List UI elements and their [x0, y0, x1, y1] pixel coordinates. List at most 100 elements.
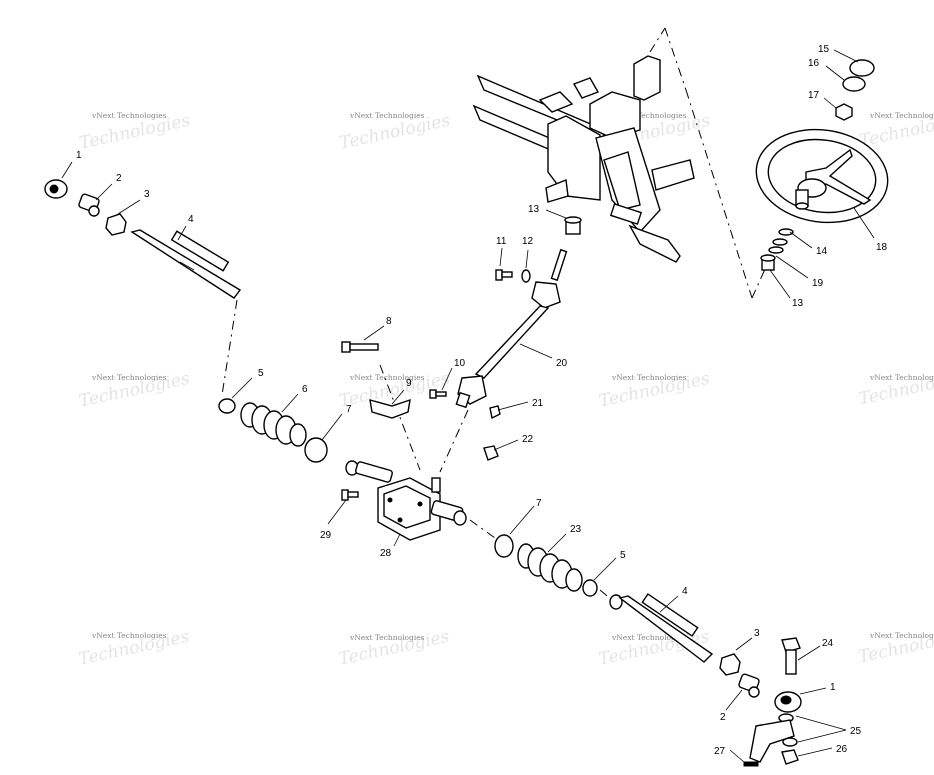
callout-2-right: 2 — [720, 712, 726, 723]
nut-26 — [781, 749, 799, 765]
nut-17 — [835, 103, 853, 121]
assembly-line — [599, 589, 613, 601]
callout-26: 26 — [836, 744, 848, 755]
washers-14 — [768, 228, 794, 254]
assembly-line — [664, 27, 687, 91]
callout-4: 4 — [188, 214, 194, 225]
nut-21 — [489, 405, 501, 420]
cap-15 — [849, 59, 875, 77]
steering-wheel-assembly — [755, 59, 889, 271]
callout-5: 5 — [258, 368, 264, 379]
svg-text:vNext Technologies: vNext Technologies — [349, 633, 425, 642]
callout-25: 25 — [850, 726, 862, 737]
cotter-pin-27 — [743, 761, 759, 767]
svg-text:vNext Technologies: vNext Technologies — [611, 633, 687, 642]
hex-nut-3 — [105, 213, 127, 236]
bushing-19 — [760, 254, 776, 271]
assembly-line — [221, 299, 238, 396]
bracket-9 — [369, 398, 411, 419]
jam-nut-2 — [78, 193, 100, 217]
inner-tie-rod-4 — [130, 229, 242, 299]
clamp-5-right — [582, 579, 598, 597]
column-mount-box — [589, 91, 641, 139]
callout-9: 9 — [406, 378, 412, 389]
bolt-8 — [341, 341, 379, 353]
right-boot-assembly — [494, 534, 598, 597]
svg-text:vNext Technologies: vNext Technologies — [611, 373, 687, 382]
emblem-16 — [842, 76, 866, 92]
bolt-24 — [781, 637, 801, 675]
bushing-13-upper — [564, 216, 582, 235]
tie-rod-end-1 — [44, 179, 68, 199]
clamp-7 — [304, 437, 328, 463]
assembly-line — [685, 89, 753, 299]
callout-22: 22 — [522, 434, 534, 445]
callout-12: 12 — [522, 236, 534, 247]
frame-bracket — [547, 115, 601, 201]
callout-4-right: 4 — [682, 586, 688, 597]
washer-12 — [521, 269, 531, 283]
callout-2: 2 — [116, 173, 122, 184]
frame-lower-gusset — [545, 179, 569, 203]
svg-text:vNext Technologies: vNext Technologies — [91, 111, 167, 120]
callout-10: 10 — [454, 358, 466, 369]
support-cutout — [603, 151, 641, 211]
bolt-11 — [495, 269, 513, 281]
hex-nut-3-right — [719, 653, 741, 676]
callout-15: 15 — [818, 44, 830, 55]
svg-text:vNext Technologies: vNext Technologies — [869, 373, 934, 382]
callout-16: 16 — [808, 58, 820, 69]
assembly-lines — [221, 27, 771, 601]
inner-tie-rod-4-right — [609, 593, 714, 663]
callout-1-right: 1 — [830, 682, 836, 693]
callout-7-right: 7 — [536, 498, 542, 509]
callout-labels: 1 2 3 4 5 6 7 8 9 10 11 12 13 13 14 15 1… — [76, 44, 888, 757]
callout-1: 1 — [76, 150, 82, 161]
assembly-line — [439, 409, 469, 473]
boot-6 — [240, 402, 307, 447]
callout-6: 6 — [302, 384, 308, 395]
assembly-line — [649, 27, 666, 53]
boot-23 — [517, 543, 583, 592]
steering-wheel-18 — [755, 128, 889, 224]
intermediate-shaft-20 — [455, 248, 568, 409]
callout-28: 28 — [380, 548, 392, 559]
svg-text:vNext Technologies: vNext Technologies — [91, 631, 167, 640]
callout-3: 3 — [144, 189, 150, 200]
frame-plate — [609, 203, 643, 225]
callout-3-right: 3 — [754, 628, 760, 639]
jam-nut-2-right — [738, 673, 760, 698]
callout-18: 18 — [876, 242, 888, 253]
svg-text:vNext Technologies: vNext Technologies — [349, 373, 425, 382]
svg-text:vNext Technologies: vNext Technologies — [611, 111, 687, 120]
callout-29: 29 — [320, 530, 332, 541]
svg-text:vNext Technologies: vNext Technologies — [869, 631, 934, 640]
steering-rack-28 — [345, 460, 467, 541]
column-tube-top — [633, 55, 661, 101]
callout-13-lower: 13 — [792, 298, 804, 309]
nut-22 — [483, 445, 499, 461]
frame-gusset-2 — [572, 77, 600, 99]
svg-text:vNext Technologies: vNext Technologies — [869, 111, 934, 120]
callout-14: 14 — [816, 246, 828, 257]
callout-24: 24 — [822, 638, 834, 649]
hardware — [341, 216, 582, 501]
clamp-5 — [218, 398, 236, 414]
steering-arm — [749, 719, 795, 763]
callout-11: 11 — [496, 236, 507, 247]
callout-21: 21 — [532, 398, 544, 409]
bolt-10 — [429, 389, 447, 399]
callout-27: 27 — [714, 746, 726, 757]
right-tie-rod-assembly — [609, 593, 802, 767]
callout-23: 23 — [570, 524, 582, 535]
frame-gusset — [538, 91, 574, 113]
